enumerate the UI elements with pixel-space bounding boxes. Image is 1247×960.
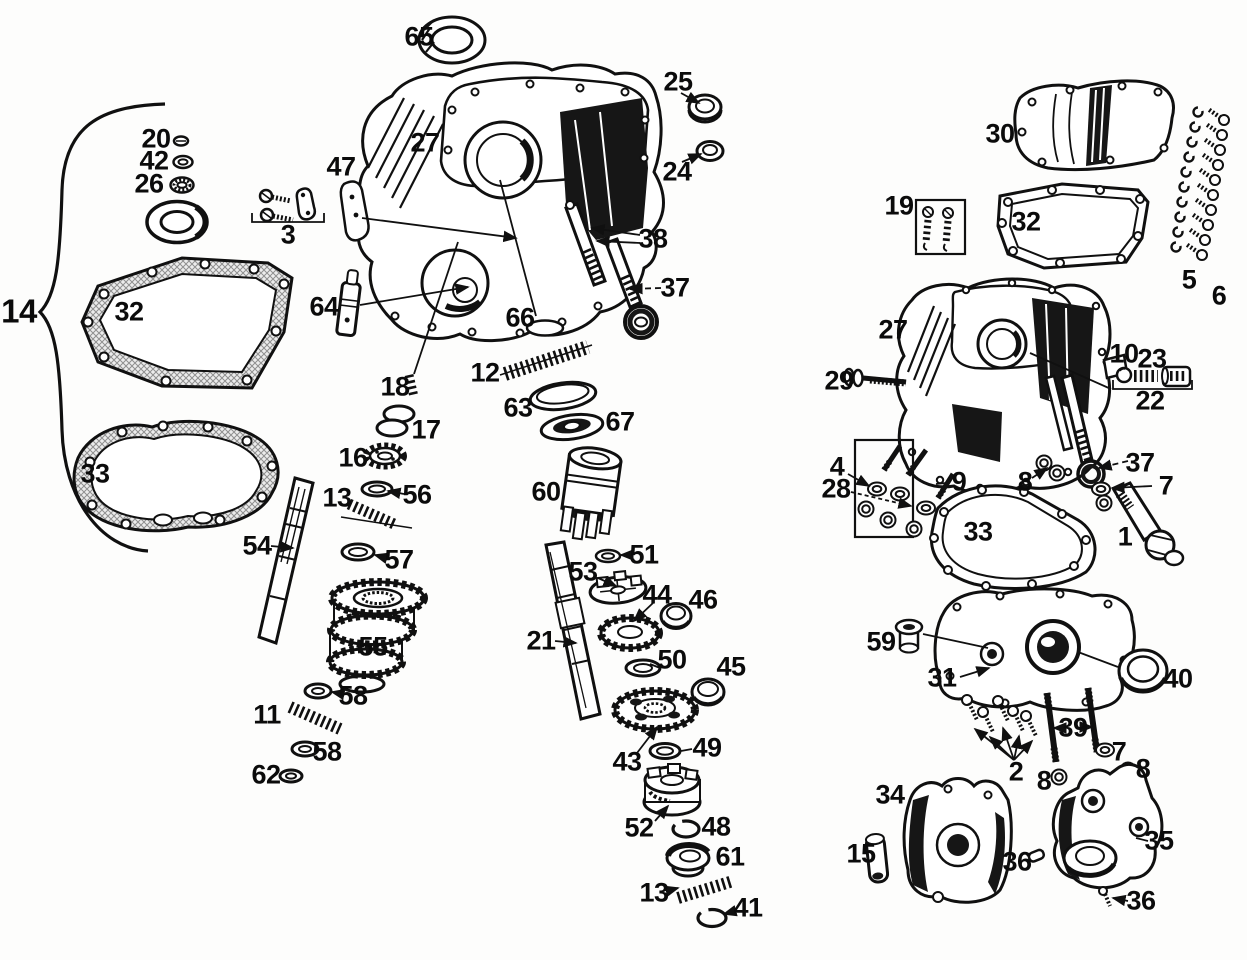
selector-shaft-22: [1044, 374, 1074, 452]
nut-8a1: [1035, 454, 1053, 472]
bushing-61: [665, 842, 711, 878]
ring-48: [671, 819, 701, 839]
gasket-32-left: [80, 256, 294, 390]
bolt-set-6: [1184, 107, 1230, 261]
stud-39a: [1043, 692, 1060, 763]
gasket-33-left: [72, 419, 280, 533]
housing-34: [902, 777, 1013, 904]
gearbox-case-27-left: [356, 61, 665, 343]
tab-washer-16: [363, 442, 407, 470]
screw-29: [843, 367, 907, 388]
mainshaft-21: [544, 540, 602, 721]
drain-plug-1: [1111, 481, 1185, 567]
dished-washer-67: [539, 412, 605, 442]
seal-ring-66: [525, 319, 565, 337]
ring-41: [696, 907, 728, 929]
bearing-ring-26: [169, 176, 195, 194]
bushing-45: [690, 677, 726, 707]
camplate-53: [588, 570, 648, 605]
screw-set-2: [961, 694, 1038, 761]
washer-set-5: [1170, 106, 1204, 253]
oil-seal: [145, 199, 209, 245]
gasket-33-right: [929, 484, 1097, 591]
pin-64: [335, 269, 362, 338]
washer-58-lower: [290, 740, 320, 758]
spring-18: [404, 374, 419, 398]
bushing-25: [687, 93, 723, 124]
bushing-59: [894, 618, 924, 654]
washer-62: [278, 768, 304, 784]
spring-13-bottom: [676, 875, 735, 904]
bushing-46: [659, 602, 693, 630]
bearing-65: [417, 15, 487, 65]
shaft-38: [564, 200, 607, 287]
nut-8-bottom-left: [1050, 768, 1068, 786]
ring-63: [528, 380, 598, 412]
washer-42: [172, 154, 194, 170]
pin-15: [864, 833, 890, 884]
gear-43: [611, 687, 699, 733]
bushing-24: [695, 140, 725, 162]
washer-7-right: [1091, 481, 1111, 497]
link-plate: [295, 187, 317, 221]
gear-44: [597, 614, 663, 652]
spring-12: [499, 340, 593, 381]
ball-10: [1115, 366, 1133, 384]
washer-58-upper: [303, 682, 333, 700]
cover-30: [1013, 79, 1175, 172]
ring-17: [375, 404, 416, 438]
washer-51: [594, 548, 622, 564]
sliding-dog-60: [559, 446, 623, 541]
nut-8-right-case: [1095, 494, 1113, 512]
washer-20: [172, 135, 190, 147]
stud-39b: [1084, 687, 1101, 753]
end-cover-31: [933, 587, 1136, 712]
spring-11: [287, 701, 343, 735]
nut-8a2: [1048, 464, 1066, 482]
fixing-set-4-28: [853, 438, 956, 539]
spring-13-left: [340, 498, 413, 530]
gasket-32-right: [996, 182, 1150, 270]
washer-49: [648, 742, 682, 760]
gear-cluster-55: [326, 578, 428, 694]
screw-set-19: [914, 198, 967, 256]
washer-7-bottom: [1095, 742, 1115, 758]
plunger-22: [1161, 365, 1192, 388]
pin-36-small: [1027, 848, 1046, 863]
screw-set-3: [251, 187, 325, 223]
cooling-fins: [367, 97, 444, 209]
washer-56: [360, 480, 394, 498]
housing-35: [1052, 763, 1164, 890]
washer-50: [624, 658, 662, 678]
bearing-40: [1117, 648, 1169, 694]
screw-36-bottom: [1098, 886, 1112, 907]
washer-57: [340, 542, 376, 562]
clutch-dog-52: [642, 763, 702, 817]
shaft-37-right: [1060, 373, 1106, 489]
stop-plate-47: [339, 180, 370, 242]
